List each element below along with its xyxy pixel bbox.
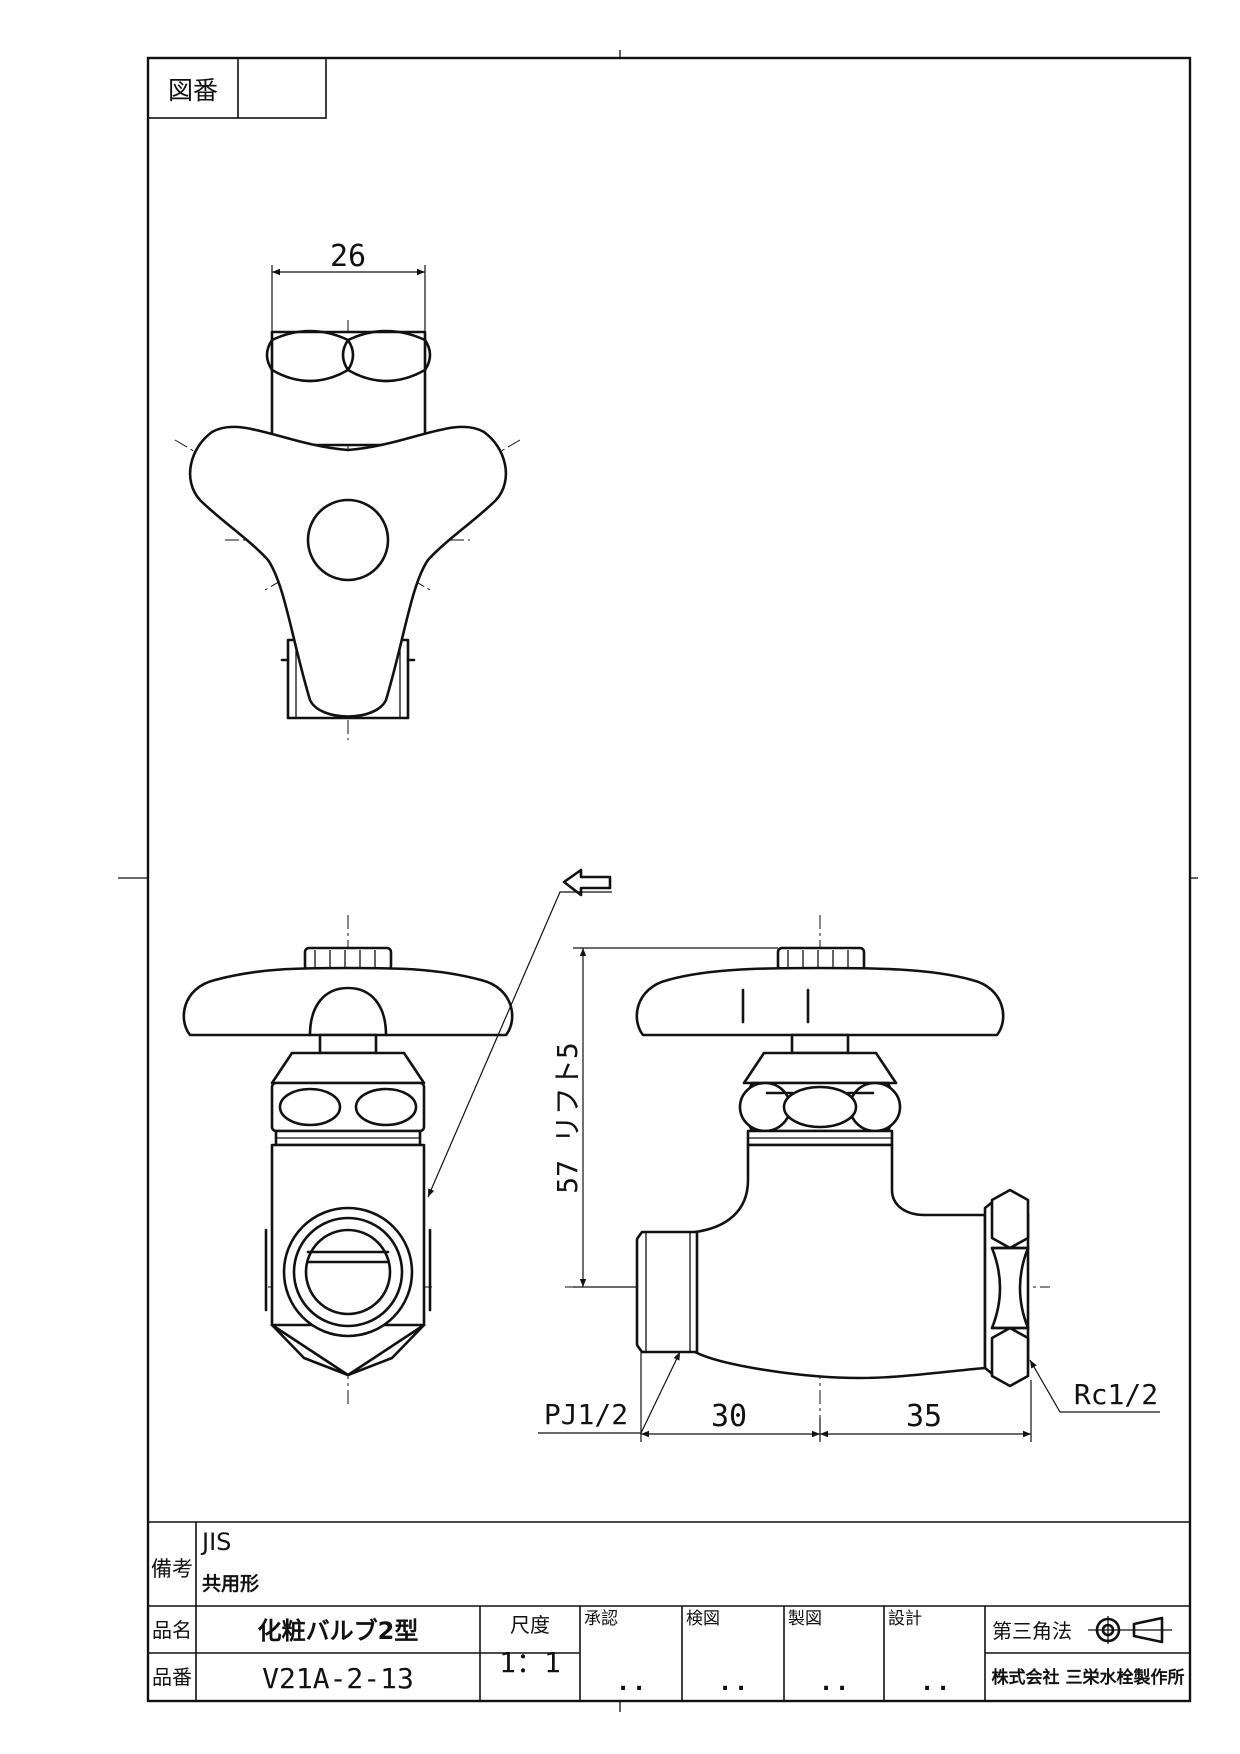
projection-label: 第三角法: [992, 1619, 1072, 1643]
front-view: [182, 868, 612, 1405]
name-label: 品名: [152, 1618, 192, 1642]
approval-label: 承認: [584, 1609, 618, 1629]
dimension-top-width: 26: [330, 239, 366, 274]
drawing-number-label: 図番: [168, 76, 218, 105]
drawing-number-box: 図番: [147, 57, 327, 119]
remarks-label: 備考: [151, 1557, 193, 1581]
product-name: 化粧バルブ2型: [258, 1617, 419, 1645]
design-date: . .: [923, 1671, 947, 1696]
inspection-label: 検図: [686, 1609, 720, 1629]
dimension-height: 57 リフト5: [551, 1042, 584, 1193]
title-block: 備考 JIS 共用形 品名 化粧バルブ2型 品番 V21A-2-13 尺度 1：…: [148, 1521, 1190, 1701]
design-label: 設計: [888, 1609, 922, 1629]
third-angle-projection-symbol: [1088, 1616, 1172, 1644]
remarks-line-1: JIS: [200, 1528, 231, 1556]
number-label: 品番: [152, 1665, 192, 1689]
thread-label-outlet: Rc1/2: [1074, 1378, 1158, 1411]
inspection-date: . .: [721, 1671, 745, 1696]
top-view: 26: [174, 239, 521, 740]
drafting-date: . .: [822, 1671, 846, 1696]
scale-label: 尺度: [510, 1613, 550, 1637]
side-view: 57 リフト5 30 35 PJ1/2 Rc1/2: [538, 915, 1160, 1442]
scale-value: 1：1: [499, 1646, 561, 1679]
product-number: V21A-2-13: [262, 1662, 414, 1695]
thread-label-inlet: PJ1/2: [544, 1398, 628, 1431]
drawing-frame: [118, 50, 1198, 1712]
drafting-label: 製図: [788, 1609, 822, 1629]
company-name: 株式会社 三栄水栓製作所: [992, 1667, 1185, 1688]
dimension-right-length: 35: [906, 1399, 942, 1434]
dimension-left-length: 30: [711, 1399, 747, 1434]
remarks-line-2: 共用形: [202, 1573, 259, 1595]
approval-date: . .: [619, 1671, 643, 1696]
